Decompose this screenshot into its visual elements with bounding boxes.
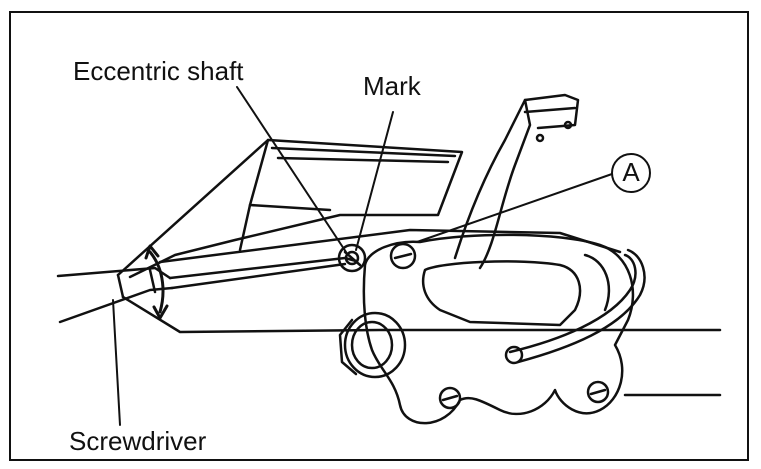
base-plate-bottom [121, 295, 722, 334]
spring-end [504, 345, 524, 365]
rotation-arrow-head-bottom [152, 304, 169, 320]
screwdriver-shaft [168, 256, 347, 280]
rotation-arrow-head-top [144, 244, 160, 260]
bracket-bevel [238, 203, 252, 252]
bracket-top-face [270, 146, 457, 164]
screwdriver-handle-top [56, 266, 172, 280]
spring-wire-outer [516, 248, 646, 364]
screwdriver-ferrule [148, 268, 157, 294]
link-arm [453, 98, 532, 270]
lower-screw-right-slot [589, 388, 607, 396]
screwdriver-shaft-lower [170, 262, 347, 290]
screw-head [389, 242, 417, 270]
screw-slot [393, 252, 413, 260]
leader-eccentric-shaft [236, 86, 347, 253]
angled-bracket [116, 138, 464, 279]
arm-hole-2 [563, 120, 573, 130]
mark-label: Mark [363, 71, 421, 101]
rotation-arrow [148, 250, 165, 314]
adjust-knob-outer [343, 311, 407, 379]
housing-inner-recess [421, 260, 582, 327]
adjust-knob-inner [350, 320, 394, 370]
callout-a-label: A [611, 153, 651, 193]
leader-mark [355, 111, 394, 251]
lower-screw-left [438, 386, 462, 410]
lower-screw-left-slot [441, 394, 459, 402]
eccentric-shaft-label: Eccentric shaft [73, 56, 244, 86]
housing-rib [583, 253, 611, 312]
lower-screw-right [586, 380, 610, 404]
leader-screwdriver [112, 299, 121, 426]
adjust-knob-cap [338, 318, 358, 376]
spring-wire [508, 253, 637, 354]
diagram-frame [9, 11, 749, 461]
leader-a [416, 173, 613, 243]
arm-hole-1 [535, 133, 545, 143]
link-arm-tab [523, 106, 577, 114]
screwdriver-label: Screwdriver [69, 426, 207, 456]
base-plate-front [116, 273, 125, 299]
screwdriver-tip [343, 256, 358, 263]
housing-outline [362, 233, 635, 425]
link-arm-top [523, 93, 580, 130]
screwdriver-handle-bottom [58, 286, 174, 324]
eccentric-shaft-mark [343, 250, 362, 267]
